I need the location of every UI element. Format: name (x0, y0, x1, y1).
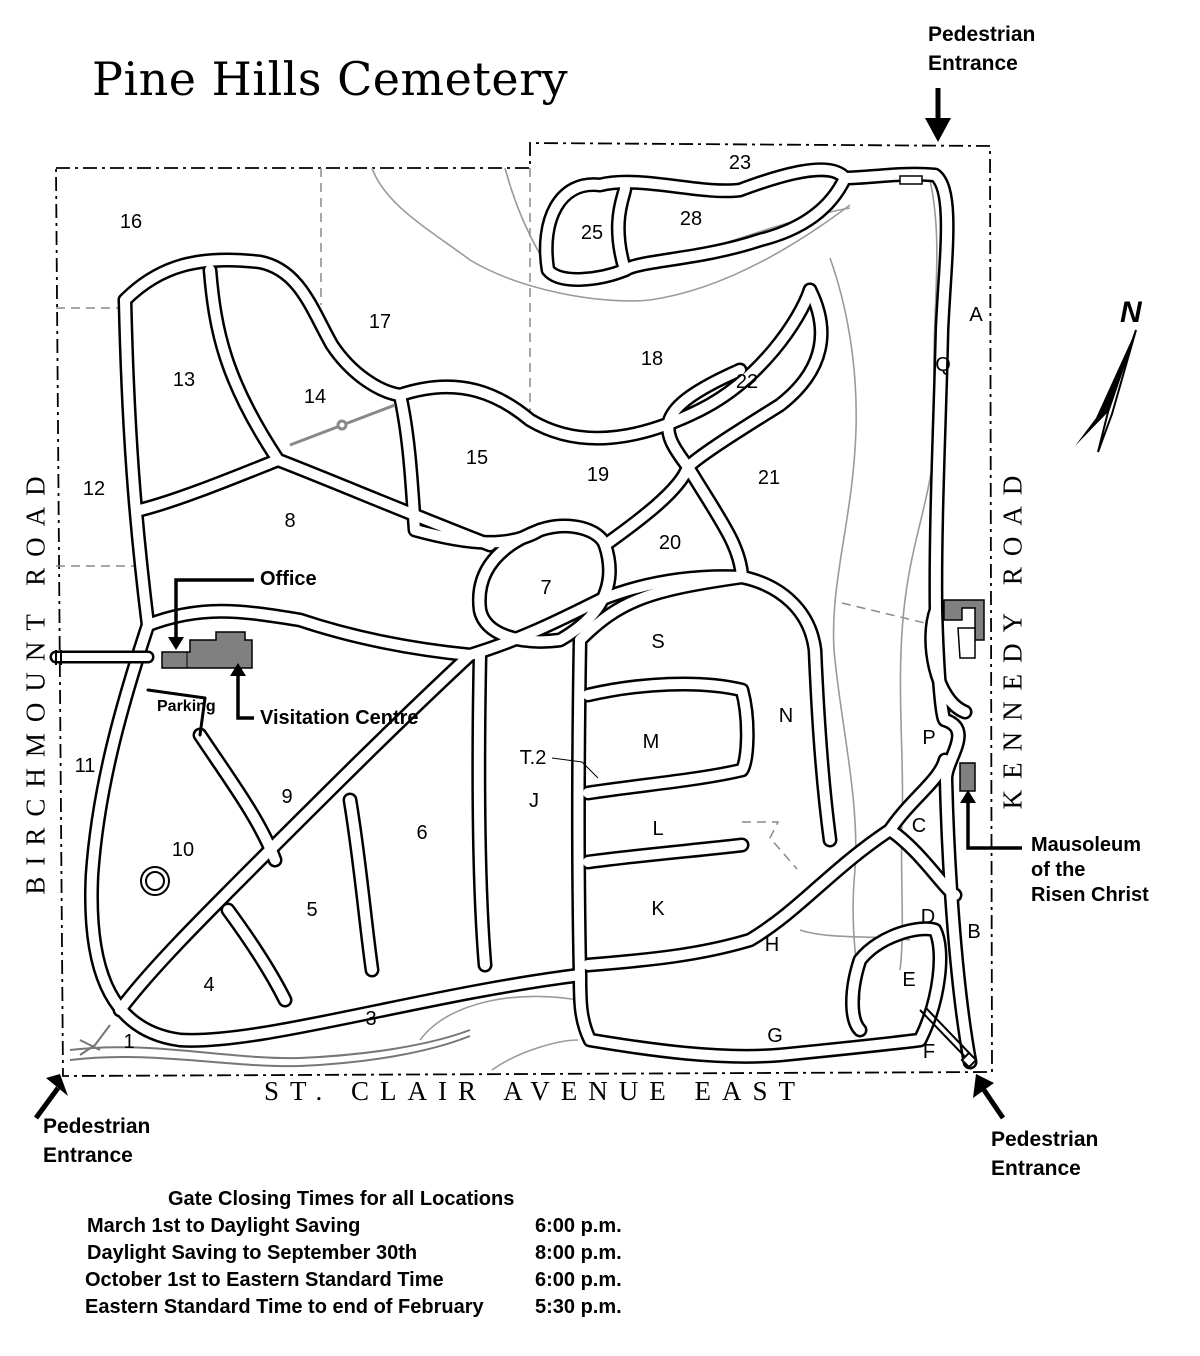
mausoleum-line2: of the (1031, 859, 1086, 881)
walkway (289, 403, 396, 447)
section-label: 23 (728, 152, 752, 174)
section-label: F (922, 1041, 936, 1063)
section-label: 21 (757, 467, 781, 489)
section-label: 9 (281, 786, 293, 808)
section-label: 8 (284, 510, 296, 532)
section-label: P (922, 727, 936, 749)
section-label: S (651, 631, 665, 653)
section-label: J (529, 790, 539, 812)
section-label: 4 (203, 974, 215, 996)
contour-lines (371, 167, 938, 1071)
section-label: D (920, 906, 936, 928)
sw-driveway (69, 1024, 471, 1068)
gate-period: March 1st to Daylight Saving (87, 1215, 361, 1237)
section-label: T.2 (519, 747, 547, 769)
section-label: G (767, 1025, 783, 1047)
ne-pedestrian-entrance-label: Pedestrian Entrance (928, 20, 1035, 78)
section-label: 10 (171, 839, 195, 861)
section-label: 7 (540, 577, 552, 599)
gate-closing-row: October 1st to Eastern Standard Time 6:0… (0, 1269, 700, 1296)
callout-arrows (174, 578, 1022, 850)
gate-time: 6:00 p.m. (535, 1215, 622, 1237)
compass-label: N (1120, 296, 1143, 329)
ne-pedestrian-line1: Pedestrian (928, 23, 1036, 46)
office-label: Office (260, 568, 317, 590)
section-label: Q (935, 354, 951, 376)
section-label: 20 (658, 532, 682, 554)
gate-period: Eastern Standard Time to end of February (85, 1296, 484, 1318)
se-path (919, 1007, 978, 1069)
office-building (161, 631, 253, 669)
gate-period: October 1st to Eastern Standard Time (85, 1269, 444, 1291)
section-label: C (911, 815, 927, 837)
section-label: E (902, 969, 916, 991)
section-label: 22 (735, 371, 759, 393)
parking-label: Parking (157, 698, 216, 715)
section-label: 13 (172, 369, 196, 391)
section-label: M (642, 731, 660, 753)
mausoleum-line1: Mausoleum (1031, 834, 1142, 856)
section-label: 12 (82, 478, 106, 500)
se-pedestrian-line1: Pedestrian (991, 1128, 1099, 1151)
callout-arrowheads (168, 637, 976, 803)
section-label: N (778, 705, 794, 727)
mausoleum-line3: Risen Christ (1031, 884, 1149, 906)
section-label: 11 (74, 755, 96, 777)
section-label: L (652, 818, 664, 840)
gate-time: 5:30 p.m. (535, 1296, 622, 1318)
section-label: 25 (580, 222, 604, 244)
section-label: 15 (465, 447, 489, 469)
section-label: 18 (640, 348, 664, 370)
circle-feature (140, 866, 170, 896)
section-label: 28 (679, 208, 703, 230)
st-clair-avenue-label: ST. CLAIR AVENUE EAST (264, 1076, 807, 1106)
kennedy-building (943, 599, 985, 659)
mausoleum-building (959, 762, 976, 792)
gate-closing-row: Eastern Standard Time to end of February… (0, 1296, 700, 1323)
section-label: K (651, 898, 665, 920)
section-label: 16 (119, 211, 143, 233)
section-dividers (56, 168, 926, 870)
west-gate-marks (55, 650, 62, 665)
gate-closing-row: March 1st to Daylight Saving 6:00 p.m. (0, 1215, 700, 1242)
section-label: 5 (306, 899, 318, 921)
section-label: 3 (365, 1008, 377, 1030)
se-pedestrian-entrance-label: Pedestrian Entrance (991, 1125, 1098, 1183)
sw-pedestrian-line1: Pedestrian (43, 1115, 151, 1138)
section-label: 1 (123, 1031, 135, 1053)
section-label: H (764, 934, 780, 956)
gate-closing-title: Gate Closing Times for all Locations (168, 1188, 515, 1210)
birchmount-road-label: BIRCHMOUNT ROAD (20, 465, 51, 895)
section-label: 19 (586, 464, 610, 486)
ne-pedestrian-line2: Entrance (928, 52, 1018, 75)
section-label: B (967, 921, 981, 943)
section-label: 6 (416, 822, 428, 844)
gate-closing-row: Daylight Saving to September 30th 8:00 p… (0, 1242, 700, 1269)
section-label: 14 (303, 386, 327, 408)
t2-leader (551, 757, 599, 779)
section-label: A (969, 304, 983, 326)
sw-pedestrian-entrance-label: Pedestrian Entrance (43, 1112, 150, 1170)
visitation-centre-label: Visitation Centre (260, 707, 419, 729)
map-title: Pine Hills Cemetery (92, 52, 569, 106)
gate-time: 6:00 p.m. (535, 1269, 622, 1291)
property-boundary (55, 142, 993, 1077)
se-pedestrian-line2: Entrance (991, 1157, 1081, 1180)
gate-period: Daylight Saving to September 30th (87, 1242, 418, 1264)
road-network (49, 162, 978, 1070)
kennedy-road-label: KENNEDY ROAD (997, 464, 1028, 810)
gate-time: 8:00 p.m. (535, 1242, 622, 1264)
sw-pedestrian-line2: Entrance (43, 1144, 133, 1167)
entrance-arrows (33, 88, 1006, 1120)
section-label: 17 (368, 311, 392, 333)
north-arrow (1075, 329, 1137, 453)
mausoleum-label: Mausoleum of the Risen Christ (1031, 833, 1149, 908)
ne-gate (899, 175, 923, 185)
